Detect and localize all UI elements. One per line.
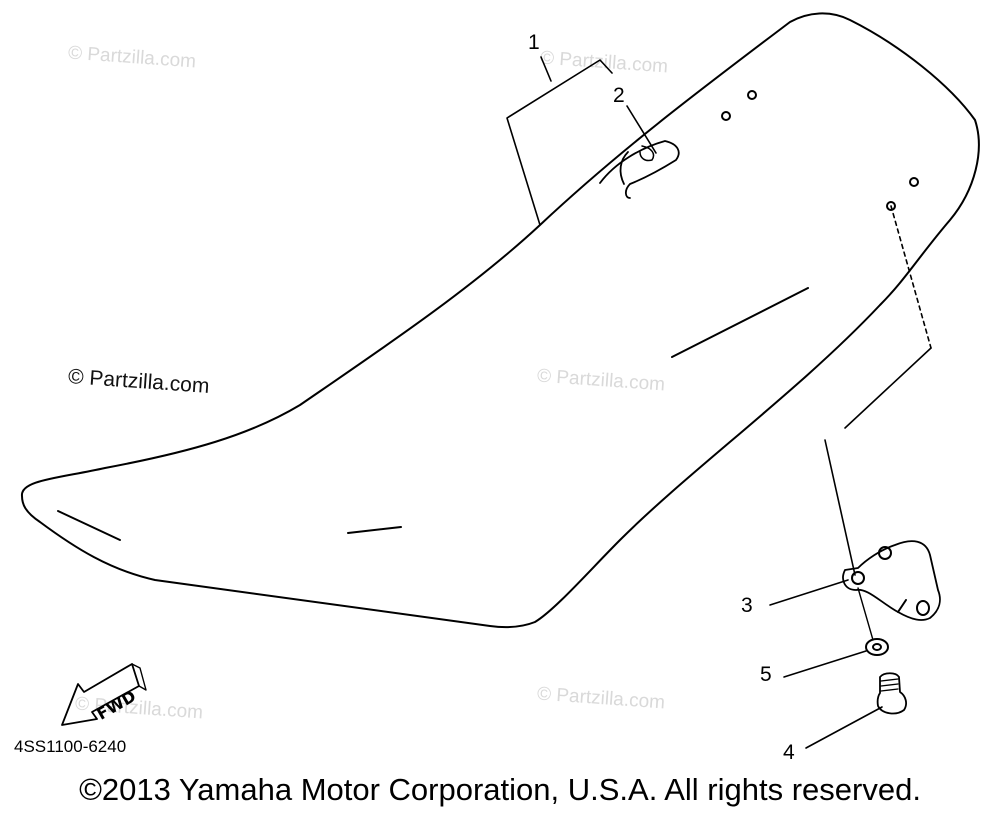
- mount-dashed-line: [890, 205, 932, 349]
- leader-1-tick: [540, 56, 552, 82]
- bolt: [876, 672, 907, 715]
- leader-5: [783, 650, 867, 678]
- copyright-notice: ©2013 Yamaha Motor Corporation, U.S.A. A…: [79, 772, 921, 807]
- callout-2: 2: [613, 84, 625, 107]
- fwd-arrow-depth: [131, 663, 147, 691]
- seat-strap-loop-2: [639, 145, 655, 162]
- fwd-arrow: [61, 663, 140, 726]
- leader-4: [805, 706, 883, 749]
- bolt-thread-1: [880, 678, 899, 682]
- seat-strap: [599, 140, 680, 199]
- diagram-code: 4SS1100-6240: [14, 737, 127, 756]
- bracket: [842, 540, 941, 621]
- hole-3: [886, 201, 896, 211]
- seat-outline: [21, 12, 980, 629]
- callout-1: 1: [528, 31, 540, 54]
- fwd-label: FWD: [93, 686, 139, 723]
- seat-highlight-mid: [347, 526, 402, 534]
- leader-1: [506, 59, 613, 226]
- leader-2: [626, 105, 657, 154]
- callout-4: 4: [783, 741, 795, 764]
- callout-5: 5: [760, 663, 772, 686]
- mount-line-a: [844, 347, 932, 429]
- washer-axis: [857, 587, 874, 641]
- hole-2: [747, 90, 757, 100]
- washer: [865, 638, 889, 656]
- bracket-hole-1: [851, 571, 865, 585]
- washer-inner: [872, 643, 882, 651]
- seat-strap-loop: [619, 151, 629, 185]
- hole-4: [909, 177, 919, 187]
- mount-line-b: [824, 439, 856, 576]
- bolt-thread-3: [880, 688, 899, 692]
- leader-3: [769, 579, 849, 606]
- seat-highlight-right: [671, 287, 809, 358]
- bolt-thread-2: [880, 683, 899, 687]
- bracket-fold: [897, 599, 907, 613]
- bracket-hole-2: [878, 546, 892, 560]
- hole-1: [721, 111, 731, 121]
- callout-3: 3: [741, 594, 753, 617]
- bracket-hole-3: [916, 600, 930, 616]
- seat-highlight-left: [57, 510, 121, 541]
